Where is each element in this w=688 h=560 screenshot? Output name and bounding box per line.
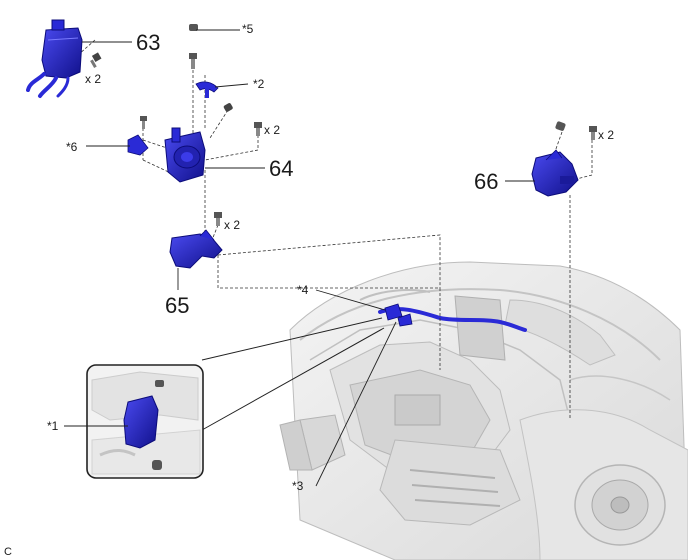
vehicle-front-end — [279, 261, 688, 560]
callout-66: 66 — [474, 169, 498, 194]
part-63-reservoir — [26, 19, 83, 98]
callout-star1: *1 — [47, 419, 59, 433]
quantity-label: x 2 — [598, 128, 614, 142]
callout-star2: *2 — [253, 77, 265, 91]
part-65-bracket — [169, 229, 223, 269]
bracket-small-part-2 — [195, 81, 219, 98]
figure-corner-code: C — [4, 546, 12, 558]
leader-lines — [64, 29, 535, 487]
detail-inset — [86, 317, 385, 479]
quantity-label: x 2 — [264, 123, 280, 137]
callout-63: 63 — [136, 30, 160, 55]
callout-64: 64 — [269, 156, 293, 181]
bolt-icon — [140, 53, 597, 226]
callout-labels: 63 64 65 66 *5 *2 *6 *4 *3 *1 x 2 x 2 x … — [4, 22, 614, 558]
callout-star3: *3 — [292, 479, 304, 493]
part-64-bracket — [164, 127, 206, 183]
callout-star4: *4 — [297, 283, 309, 297]
callout-star5: *5 — [242, 22, 254, 36]
quantity-label: x 2 — [85, 72, 101, 86]
nut-icon — [555, 121, 566, 131]
part-66-bracket — [531, 149, 579, 197]
bracket-small-part-6 — [127, 134, 149, 156]
callout-star6: *6 — [66, 140, 78, 154]
quantity-label: x 2 — [224, 218, 240, 232]
callout-65: 65 — [165, 293, 189, 318]
nut-icon — [189, 24, 233, 112]
bolt-icon — [90, 52, 102, 68]
